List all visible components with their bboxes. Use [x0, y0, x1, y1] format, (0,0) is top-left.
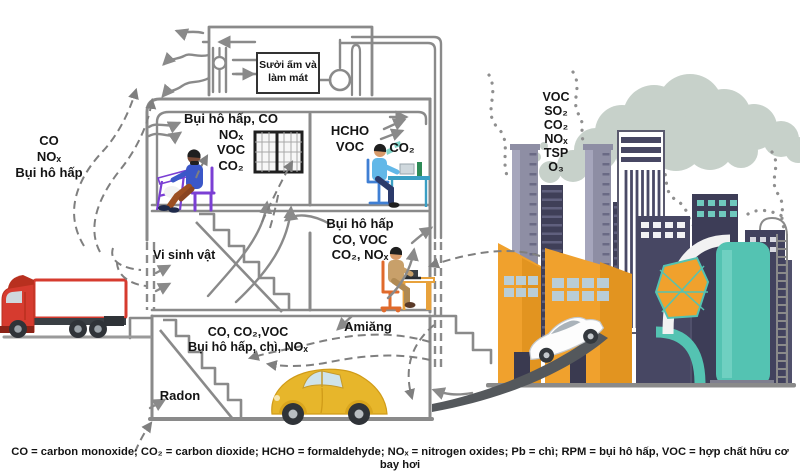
truck-illustration — [0, 275, 152, 339]
label-microbes: Vi sinh vật — [153, 248, 216, 262]
person-office — [366, 141, 430, 208]
factory-ground-line — [486, 383, 796, 388]
label-asbestos: Amiăng — [344, 319, 392, 334]
person-upstairs — [155, 149, 216, 213]
abbreviation-legend: CO = carbon monoxide; CO₂ = carbon dioxi… — [11, 446, 789, 471]
window — [253, 130, 304, 174]
label-office-co2: CO₂ — [389, 140, 415, 155]
label-radon: Radon — [159, 388, 201, 403]
label-basement-pollutants: CO, CO₂,VOC Bụi hô hấp, chì, NOₓ — [188, 325, 308, 354]
white-car — [529, 316, 605, 363]
label-office-room-pollutants: HCHO VOC — [330, 123, 370, 154]
person-ground-floor — [380, 246, 435, 313]
stairs-ground-floor — [195, 212, 291, 313]
label-upstairs-room-pollutants: Bụi hô hấp, CO NOₓ VOC CO₂ — [184, 111, 278, 173]
hvac-unit-box — [256, 52, 320, 94]
stairs-basement — [158, 318, 243, 419]
label-outdoor-traffic-emissions: CO NOₓ Bụi hô hấp — [15, 133, 83, 180]
airflow-arrows-solid — [147, 35, 474, 411]
beetle-car — [271, 368, 388, 425]
label-factory-emissions: VOC SO₂ CO₂ NOₓ TSP O₃ — [542, 90, 570, 174]
factory-illustration — [486, 130, 796, 388]
pollution-dotted-trails — [487, 70, 789, 234]
label-ground-floor-pollutants: Bụi hô hấp CO, VOC CO₂, NOₓ — [326, 216, 394, 262]
pollution-arrows-dashed — [73, 87, 541, 453]
label-hvac-unit: Sưởi ấm và làm mát — [259, 59, 317, 84]
